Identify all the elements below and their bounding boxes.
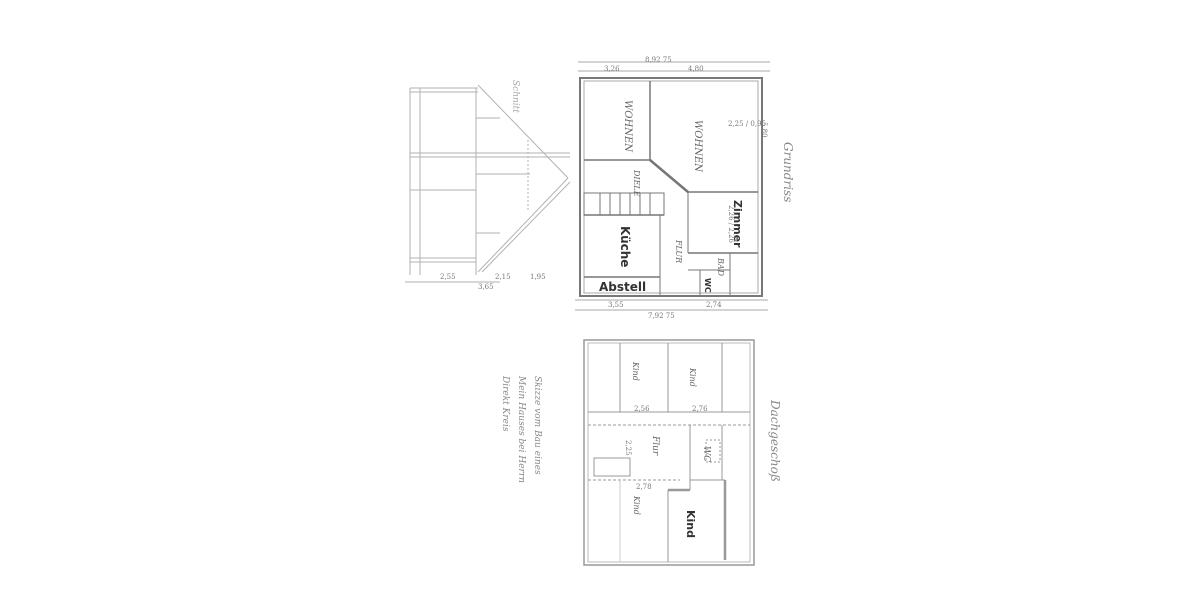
- section-title: Schnitt: [510, 80, 520, 113]
- dim-section-total: 3,65: [478, 283, 494, 291]
- dim-bottom-total: 7,92 75: [648, 312, 675, 320]
- dim-section-a: 2,55: [440, 273, 456, 281]
- dim-bottom-left: 3,55: [608, 301, 624, 309]
- room-label-kind-2: Kind: [688, 368, 697, 387]
- room-label-flur: FLUR: [674, 240, 683, 264]
- note-line-3: Direkt Kreis: [500, 376, 510, 432]
- room-label-wohnen-small: WOHNEN: [622, 100, 633, 152]
- room-label-abstell: Abstell: [599, 280, 647, 294]
- dim-section-c: 1,95: [530, 273, 546, 281]
- dim-top-left: 3,26: [604, 65, 620, 73]
- note-line-2: Mein Hauses bei Herrn: [516, 376, 526, 483]
- room-label-kind-1: Kind: [631, 362, 640, 381]
- room-label-kind-3: Kind: [632, 496, 641, 515]
- room-label-bad: BAD: [716, 258, 725, 277]
- room-label-kind-4: Kind: [684, 510, 697, 538]
- dim-upper-wc: 2,25: [624, 440, 632, 456]
- note-line-1: Skizze vom Bau eines: [532, 376, 542, 475]
- dim-top-total: 8,92 75: [645, 56, 672, 64]
- dim-top-right: 4,80: [688, 65, 704, 73]
- room-label-wohnen: WOHNEN: [692, 120, 703, 172]
- room-label-diele: DIELE: [632, 170, 641, 197]
- dim-section-b: 2,15: [495, 273, 511, 281]
- upper-floor-title: Dachgeschoß: [768, 400, 782, 482]
- ground-floor-title: Grundriss: [781, 142, 795, 203]
- room-label-flur-upper: Flur: [650, 436, 660, 456]
- section-drawing: [405, 84, 571, 283]
- dim-upper-mid-left: 2,56: [634, 405, 650, 413]
- dim-wohnen-area: 2,25 / 0,95: [728, 120, 766, 128]
- room-label-wc: WC: [703, 278, 712, 293]
- ground-floor-plan: [575, 61, 770, 311]
- dim-zimmer: 2,26 / 2,26: [727, 205, 735, 243]
- dim-bottom-right: 2,74: [706, 301, 722, 309]
- dim-upper-mid-right: 2,76: [692, 405, 708, 413]
- room-label-kueche: Küche: [618, 226, 632, 268]
- room-label-wc-upper: WC: [701, 446, 711, 463]
- upper-floor-plan: [583, 339, 755, 566]
- dim-upper-lower: 2,78: [636, 483, 652, 491]
